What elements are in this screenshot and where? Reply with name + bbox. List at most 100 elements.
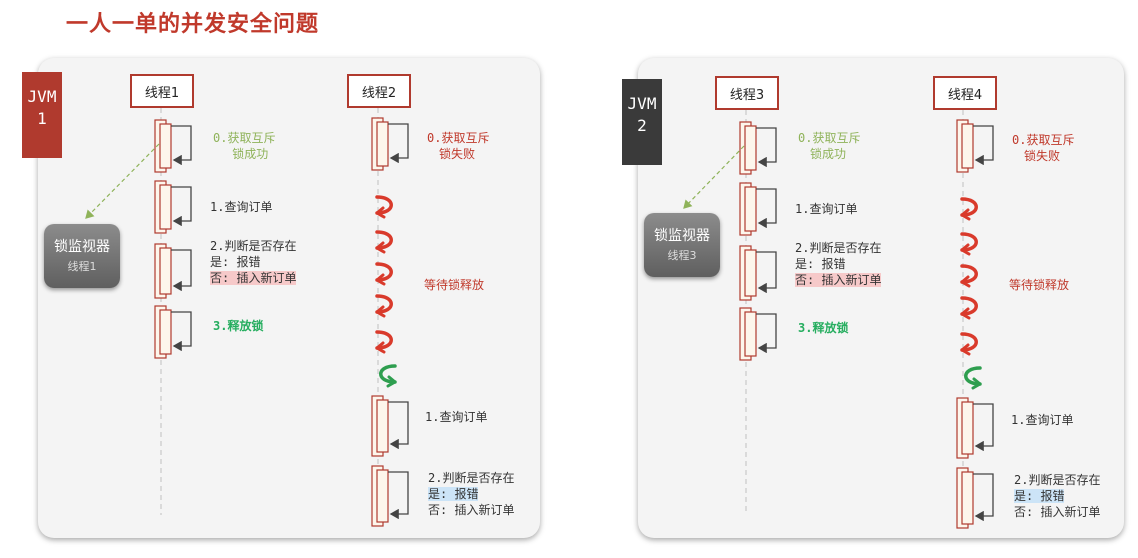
t1-step3-label: 3.释放锁 bbox=[213, 319, 264, 333]
jvm2-panel bbox=[638, 58, 1124, 538]
t1-step2-line3: 否: 插入新订单 bbox=[210, 271, 297, 285]
t3-step2-label: 2.判断是否存在 是: 报错 否: 插入新订单 bbox=[795, 240, 882, 288]
jvm2-b-act1-inner bbox=[961, 401, 974, 455]
jvm2-wait-arrow-1-head bbox=[960, 208, 971, 221]
jvm2-a-act3-inner bbox=[744, 311, 757, 357]
jvm1-wait-arrow-1 bbox=[375, 195, 393, 215]
jvm1-resume-arrow-head bbox=[386, 375, 397, 388]
jvm1-wait-arrow-3-head bbox=[375, 273, 386, 286]
t1-step1-label: 1.查询订单 bbox=[210, 200, 273, 214]
jvm1-b-act1-inner bbox=[376, 399, 389, 453]
jvm1-wait-arrow-2 bbox=[375, 230, 393, 250]
t3-step0-line1: 0.获取互斥 bbox=[798, 131, 861, 145]
jvm2-a-act2-self-arrow bbox=[756, 251, 777, 294]
jvm2-wait-arrow-4 bbox=[960, 296, 978, 316]
t3-step1-label: 1.查询订单 bbox=[795, 202, 858, 216]
jvm2-label: JVM 2 bbox=[622, 79, 662, 165]
jvm1-wait-arrow-4-head bbox=[375, 305, 386, 318]
page-title: 一人一单的并发安全问题 bbox=[66, 12, 320, 37]
t4-step2-label: 2.判断是否存在 是: 报错 否: 插入新订单 bbox=[1014, 472, 1100, 520]
jvm2-a-act2-inner bbox=[744, 249, 757, 297]
jvm1-lock-acquire-arrow bbox=[85, 143, 160, 219]
jvm2-wait-arrow-4-head bbox=[960, 307, 971, 320]
t4-step0-line2: 锁失败 bbox=[1024, 149, 1061, 163]
lock-monitor-owner: 线程3 bbox=[667, 249, 697, 262]
t2-step2-line3: 否: 插入新订单 bbox=[428, 503, 515, 517]
t4-step2-line2: 是: 报错 bbox=[1014, 489, 1065, 503]
jvm2-lock-acquire-arrow bbox=[683, 145, 745, 209]
t2-step0-line1: 0.获取互斥 bbox=[427, 131, 490, 145]
t4-step0-label: 0.获取互斥 锁失败 bbox=[1012, 132, 1074, 164]
t1-step2-label: 2.判断是否存在 是: 报错 否: 插入新订单 bbox=[210, 238, 297, 286]
t4-step1-label: 1.查询订单 bbox=[1011, 413, 1074, 427]
jvm1-a-act1-inner bbox=[159, 184, 172, 230]
jvm1-a-act2-self-arrow bbox=[171, 249, 192, 292]
jvm2-b-act1-self-arrow bbox=[973, 403, 994, 452]
jvm2-label-line1: JVM bbox=[627, 94, 657, 113]
jvm1-a-act3-inner bbox=[159, 309, 172, 355]
jvm2-b-act2-self-arrow bbox=[973, 473, 994, 522]
jvm2-a-act1-self-arrow bbox=[756, 188, 777, 229]
jvm1-panel bbox=[38, 58, 540, 538]
jvm1-resume-arrow bbox=[379, 364, 397, 384]
jvm1-b-act2-inner bbox=[376, 469, 389, 523]
t2-step2-line1: 2.判断是否存在 bbox=[428, 471, 515, 485]
jvm1-wait-arrow-5 bbox=[375, 330, 393, 350]
jvm2-a-act3-self-arrow bbox=[756, 313, 777, 354]
t2-step1-label: 1.查询订单 bbox=[425, 410, 488, 424]
jvm1-wait-arrow-1-head bbox=[375, 206, 386, 219]
t4-wait-label: 等待锁释放 bbox=[1009, 278, 1070, 292]
t3-step2-line2: 是: 报错 bbox=[795, 257, 846, 271]
t2-step0-line2: 锁失败 bbox=[439, 147, 476, 161]
jvm1-wait-arrow-5-head bbox=[375, 341, 386, 354]
thread-3-box: 线程3 bbox=[715, 76, 779, 110]
jvm2-resume-arrow-head bbox=[971, 377, 982, 390]
jvm1-label-line1: JVM bbox=[27, 87, 57, 106]
t2-step2-line2: 是: 报错 bbox=[428, 487, 479, 501]
t1-step2-line1: 2.判断是否存在 bbox=[210, 239, 297, 253]
jvm1-wait-arrow-4 bbox=[375, 294, 393, 314]
jvm2-wait-arrow-1 bbox=[960, 197, 978, 217]
lock-monitor-title: 锁监视器 bbox=[654, 228, 710, 244]
thread-1-box: 线程1 bbox=[130, 74, 194, 108]
jvm1-b-act1-self-arrow bbox=[388, 401, 409, 450]
jvm2-b-act2-inner bbox=[961, 471, 974, 525]
jvm1-a-act2-inner bbox=[159, 247, 172, 295]
lock-monitor-title: 锁监视器 bbox=[54, 239, 110, 255]
jvm1-a-act0-inner bbox=[159, 123, 172, 169]
jvm2-label-line2: 2 bbox=[637, 116, 647, 135]
lock-monitor-1: 锁监视器 线程1 bbox=[44, 224, 120, 288]
t1-step0-line2: 锁成功 bbox=[232, 147, 269, 161]
jvm2-wait-arrow-3 bbox=[960, 264, 978, 284]
jvm2-wait-arrow-5 bbox=[960, 332, 978, 352]
t3-step2-line3: 否: 插入新订单 bbox=[795, 273, 882, 287]
jvm2-a-act0-inner bbox=[744, 125, 757, 171]
jvm2-a-act1-inner bbox=[744, 186, 757, 232]
jvm2-wait-arrow-2 bbox=[960, 232, 978, 252]
jvm1-wait-arrow-3 bbox=[375, 262, 393, 282]
jvm1-a-act1-self-arrow bbox=[171, 186, 192, 227]
lock-monitor-owner: 线程1 bbox=[67, 260, 97, 273]
jvm2-b-act0-self-arrow bbox=[973, 125, 994, 166]
jvm2-resume-arrow bbox=[964, 366, 982, 386]
thread-2-box: 线程2 bbox=[347, 74, 411, 108]
jvm1-a-act0-self-arrow bbox=[171, 125, 192, 166]
t4-step2-line3: 否: 插入新订单 bbox=[1014, 505, 1101, 519]
jvm2-wait-arrow-3-head bbox=[960, 275, 971, 288]
t1-step2-line2: 是: 报错 bbox=[210, 255, 261, 269]
jvm1-label-line2: 1 bbox=[37, 109, 47, 128]
jvm2-b-act0-inner bbox=[961, 123, 974, 169]
jvm1-label: JVM 1 bbox=[22, 72, 62, 158]
thread-4-box: 线程4 bbox=[933, 76, 997, 110]
jvm2-wait-arrow-5-head bbox=[960, 343, 971, 356]
t3-step0-line2: 锁成功 bbox=[810, 147, 847, 161]
jvm1-b-act2-self-arrow bbox=[388, 471, 409, 520]
t4-step0-line1: 0.获取互斥 bbox=[1012, 133, 1075, 147]
t2-wait-label: 等待锁释放 bbox=[424, 278, 485, 292]
t1-step0-label: 0.获取互斥 锁成功 bbox=[213, 130, 275, 162]
lock-monitor-2: 锁监视器 线程3 bbox=[644, 213, 720, 277]
t3-step3-label: 3.释放锁 bbox=[798, 321, 849, 335]
t3-step0-label: 0.获取互斥 锁成功 bbox=[798, 130, 860, 162]
t2-step2-label: 2.判断是否存在 是: 报错 否: 插入新订单 bbox=[428, 470, 514, 518]
